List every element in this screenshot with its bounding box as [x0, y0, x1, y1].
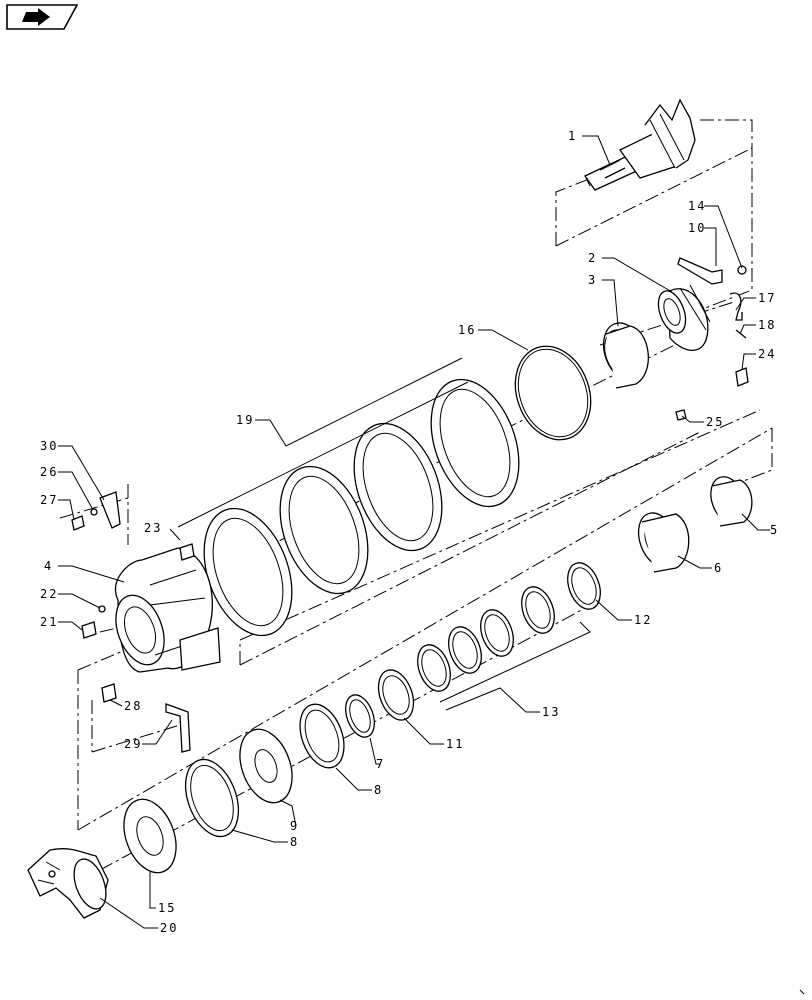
callout-3: 3: [588, 273, 597, 287]
part-2-bearing-cone: [657, 284, 711, 351]
callout-9: 9: [290, 819, 299, 833]
part-1-pinion-shaft: [584, 98, 696, 191]
part-6-bearing-cone: [637, 512, 690, 573]
callout-13: 13: [542, 705, 560, 719]
callout-30: 30: [40, 439, 58, 453]
corner-mark: [799, 989, 805, 995]
part-12-ring: [567, 562, 601, 610]
callout-29: 29: [124, 737, 142, 751]
callout-22: 22: [40, 587, 58, 601]
callout-17: 17: [758, 291, 776, 305]
callout-15: 15: [158, 901, 176, 915]
part-11-ring: [377, 669, 415, 721]
part-4-housing: [114, 547, 221, 673]
callout-5: 5: [770, 523, 779, 537]
callout-24: 24: [758, 347, 776, 361]
callout-16: 16: [458, 323, 476, 337]
part-15-seal: [123, 798, 177, 874]
callout-12: 12: [634, 613, 652, 627]
callout-4: 4: [44, 559, 53, 573]
callout-21: 21: [40, 615, 58, 629]
next-page-button[interactable]: [6, 4, 78, 30]
callout-11: 11: [446, 737, 464, 751]
callout-1: 1: [568, 129, 577, 143]
housing-fasteners: [71, 491, 195, 753]
callout-27: 27: [40, 493, 58, 507]
callout-20: 20: [160, 921, 178, 935]
callout-25: 25: [706, 415, 724, 429]
leader-lines: [58, 135, 770, 929]
part-8-snap-ring-upper: [299, 703, 345, 769]
part-9-washer: [239, 728, 293, 804]
callout-labels: 1 2 3 4 5 6 7 8 9 10 11 12 13 14 15 16 1…: [40, 129, 779, 935]
part-20-yoke: [27, 848, 109, 919]
part-19-shim-gaskets: [203, 378, 520, 637]
callout-8-upper: 8: [374, 783, 383, 797]
callout-23: 23: [144, 521, 162, 535]
part-7-snap-ring: [345, 694, 375, 738]
part-13-rings: [417, 586, 555, 692]
part-16-o-ring: [514, 345, 592, 441]
callout-10: 10: [688, 221, 706, 235]
callout-7: 7: [376, 757, 385, 771]
part-8-snap-ring-lower: [184, 758, 240, 838]
callout-28: 28: [124, 699, 142, 713]
callout-14: 14: [688, 199, 706, 213]
callout-6: 6: [714, 561, 723, 575]
callout-18: 18: [758, 318, 776, 332]
arrow-right-icon: [22, 8, 50, 26]
callout-26: 26: [40, 465, 58, 479]
callout-19: 19: [236, 413, 254, 427]
callout-2: 2: [588, 251, 597, 265]
callout-8-lower: 8: [290, 835, 299, 849]
small-hardware: [675, 257, 749, 421]
part-5-bearing-cup: [710, 476, 753, 527]
part-3-bearing-cup: [602, 322, 649, 389]
